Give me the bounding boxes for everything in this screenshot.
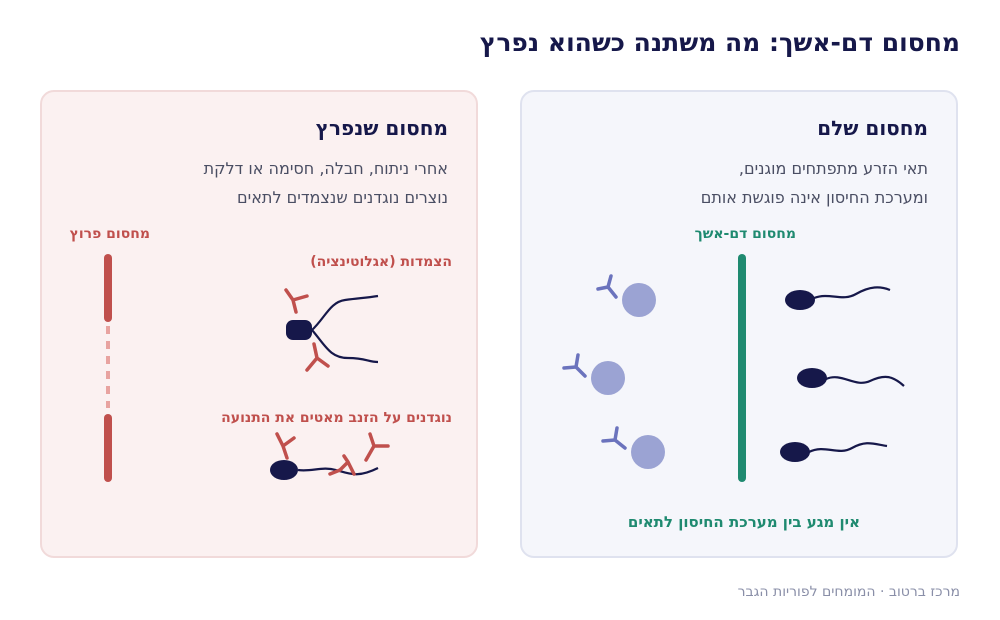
intact-desc-line-2: ומערכת החיסון אינה פוגשת אותם [700,188,928,207]
intact-bottom-note: אין מגע בין מערכת החיסון לתאים [627,513,860,531]
antibody-tail-3 [364,432,390,462]
antibody-tail-2 [328,454,356,476]
breached-panel-description: אחרי ניתוח, חבלה, חסימה או דלקת נוצרים נ… [204,154,448,212]
page-title: מחסום דם-אשך: מה משתנה כשהוא נפרץ [479,28,960,57]
tail-bound-sperm [270,460,379,480]
intact-panel-description: תאי הזרע מתפתחים מוגנים, ומערכת החיסון א… [701,154,928,212]
breached-panel-title: מחסום שנפרץ [315,116,448,140]
footer-credit: מרכז ברטוב · המומחים לפוריות הגבר [737,584,960,600]
agglutinated-sperm [286,294,379,364]
breached-barrier-panel: מחסום שנפרץ אחרי ניתוח, חבלה, חסימה או ד… [40,90,478,558]
breached-desc-line-1: אחרי ניתוח, חבלה, חסימה או דלקת [203,159,448,178]
immune-cell-2 [562,353,625,395]
antibody-head-2 [305,342,330,372]
tail-antibodies-label: נוגדנים על הזנב מאטים את התנועה [221,410,452,426]
sperm-cell-3 [780,442,888,462]
immune-cell-1 [596,274,656,317]
breached-desc-line-2: נוצרים נוגדנים שנצמדים לתאים [237,188,448,207]
sperm-cell-1 [785,286,891,310]
breached-barrier-label: מחסום פרוץ [69,226,150,242]
intact-barrier-label: מחסום דם-אשך [694,226,796,242]
antibody-head-1 [284,288,309,314]
intact-panel-title: מחסום שלם [817,116,928,140]
antibody-tail-1 [275,432,296,460]
immune-cell-3 [601,426,665,469]
intact-desc-line-1: תאי הזרע מתפתחים מוגנים, [738,159,928,178]
agglutination-label: הצמדות (אגלוטינציה) [310,254,452,270]
sperm-cell-2 [797,368,905,388]
